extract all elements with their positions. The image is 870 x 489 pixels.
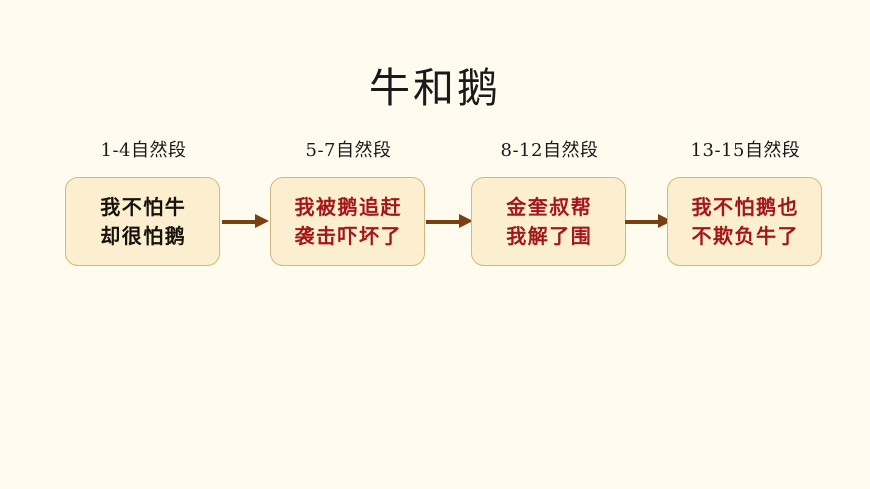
flow-node-2-label: 5-7自然段 — [305, 140, 392, 161]
flow-node-4-line-1: 我不怕鹅也 — [691, 194, 799, 219]
flow-node-1-line-2: 却很怕鹅 — [100, 223, 187, 248]
flow-node-3-label: 8-12自然段 — [500, 140, 599, 161]
flow-node-3-line-1: 金奎叔帮 — [506, 194, 593, 219]
flow-node-4[interactable]: 13-15自然段 我不怕鹅也 不欺负牛了 — [667, 138, 824, 268]
flow-node-1[interactable]: 1-4自然段 我不怕牛 却很怕鹅 — [65, 138, 222, 268]
page-title: 牛和鹅 — [369, 64, 501, 112]
flow-node-1-label: 1-4自然段 — [100, 140, 187, 161]
flow-node-2[interactable]: 5-7自然段 我被鹅追赶 袭击吓坏了 — [270, 138, 427, 268]
flow-node-1-line-1: 我不怕牛 — [100, 194, 187, 219]
flow-node-3[interactable]: 8-12自然段 金奎叔帮 我解了围 — [471, 138, 628, 268]
flow-node-2-line-1: 我被鹅追赶 — [294, 194, 402, 219]
flow-node-1-box[interactable]: 我不怕牛 却很怕鹅 — [65, 177, 220, 266]
flow-node-4-box[interactable]: 我不怕鹅也 不欺负牛了 — [667, 177, 822, 266]
arrow-3-to-4-icon — [625, 213, 673, 231]
flow-node-3-line-2: 我解了围 — [506, 223, 593, 248]
arrow-shaft — [625, 220, 661, 224]
flow-node-2-line-2: 袭击吓坏了 — [294, 223, 402, 248]
flow-node-3-box[interactable]: 金奎叔帮 我解了围 — [471, 177, 626, 266]
arrow-1-to-2-icon — [222, 213, 270, 231]
arrow-shaft — [426, 220, 462, 224]
arrow-head — [459, 214, 473, 228]
flow-diagram: 1-4自然段 我不怕牛 却很怕鹅 5-7自然段 我被鹅追赶 袭击吓坏了 — [0, 138, 870, 278]
flow-node-4-label: 13-15自然段 — [690, 140, 801, 161]
arrow-shaft — [222, 220, 258, 224]
arrow-2-to-3-icon — [426, 213, 474, 231]
flow-node-4-line-2: 不欺负牛了 — [691, 223, 799, 248]
flow-node-2-box[interactable]: 我被鹅追赶 袭击吓坏了 — [270, 177, 425, 266]
arrow-head — [255, 214, 269, 228]
